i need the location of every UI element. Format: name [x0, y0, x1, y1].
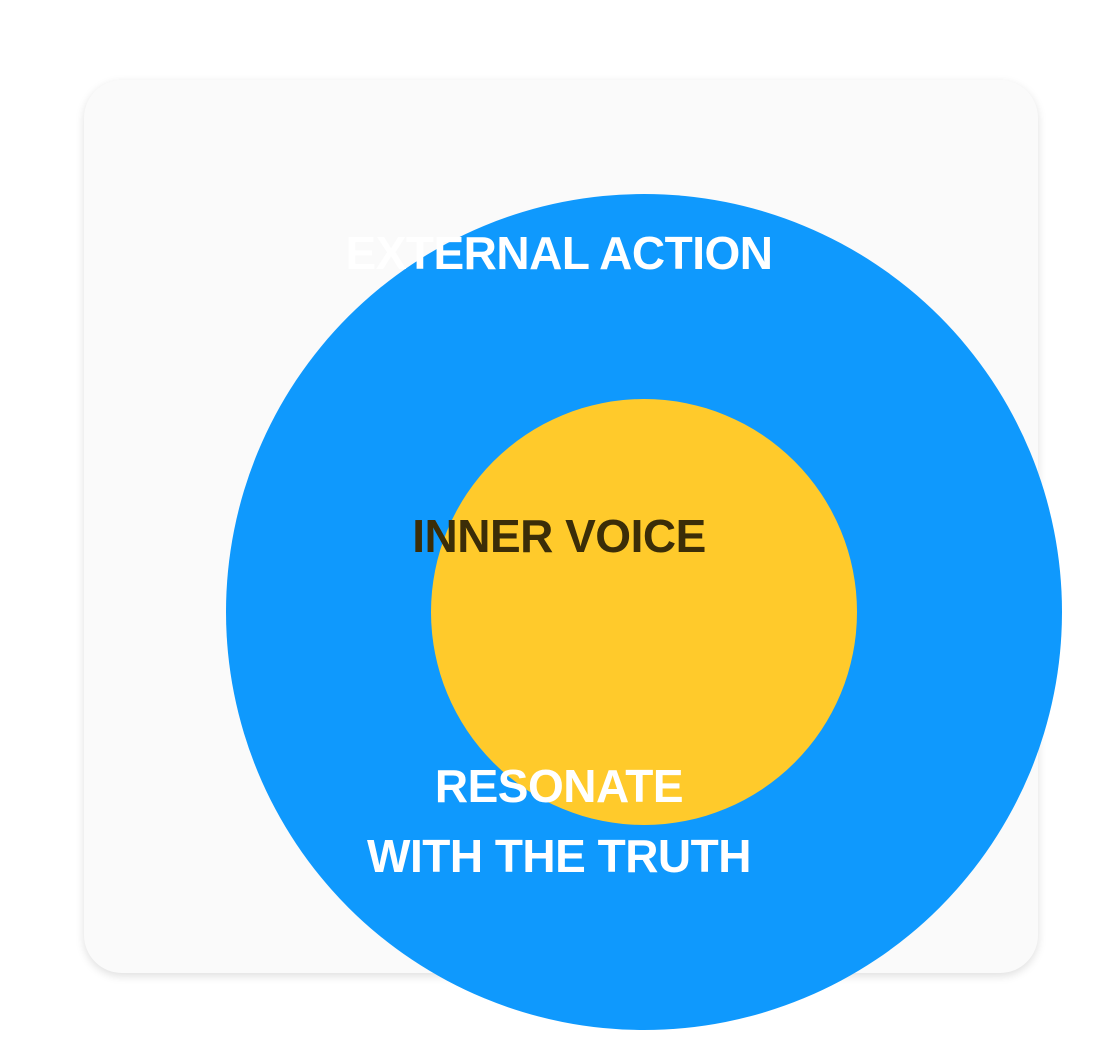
inner-circle-label: INNER VOICE [412, 510, 706, 562]
diagram-card [84, 80, 1062, 1030]
outer-circle-bottom-label-line2: WITH THE TRUTH [367, 830, 751, 882]
outer-circle-top-label: EXTERNAL ACTION [345, 227, 773, 279]
outer-circle-bottom-label-line1: RESONATE [434, 760, 684, 812]
inner-circle [431, 399, 857, 825]
